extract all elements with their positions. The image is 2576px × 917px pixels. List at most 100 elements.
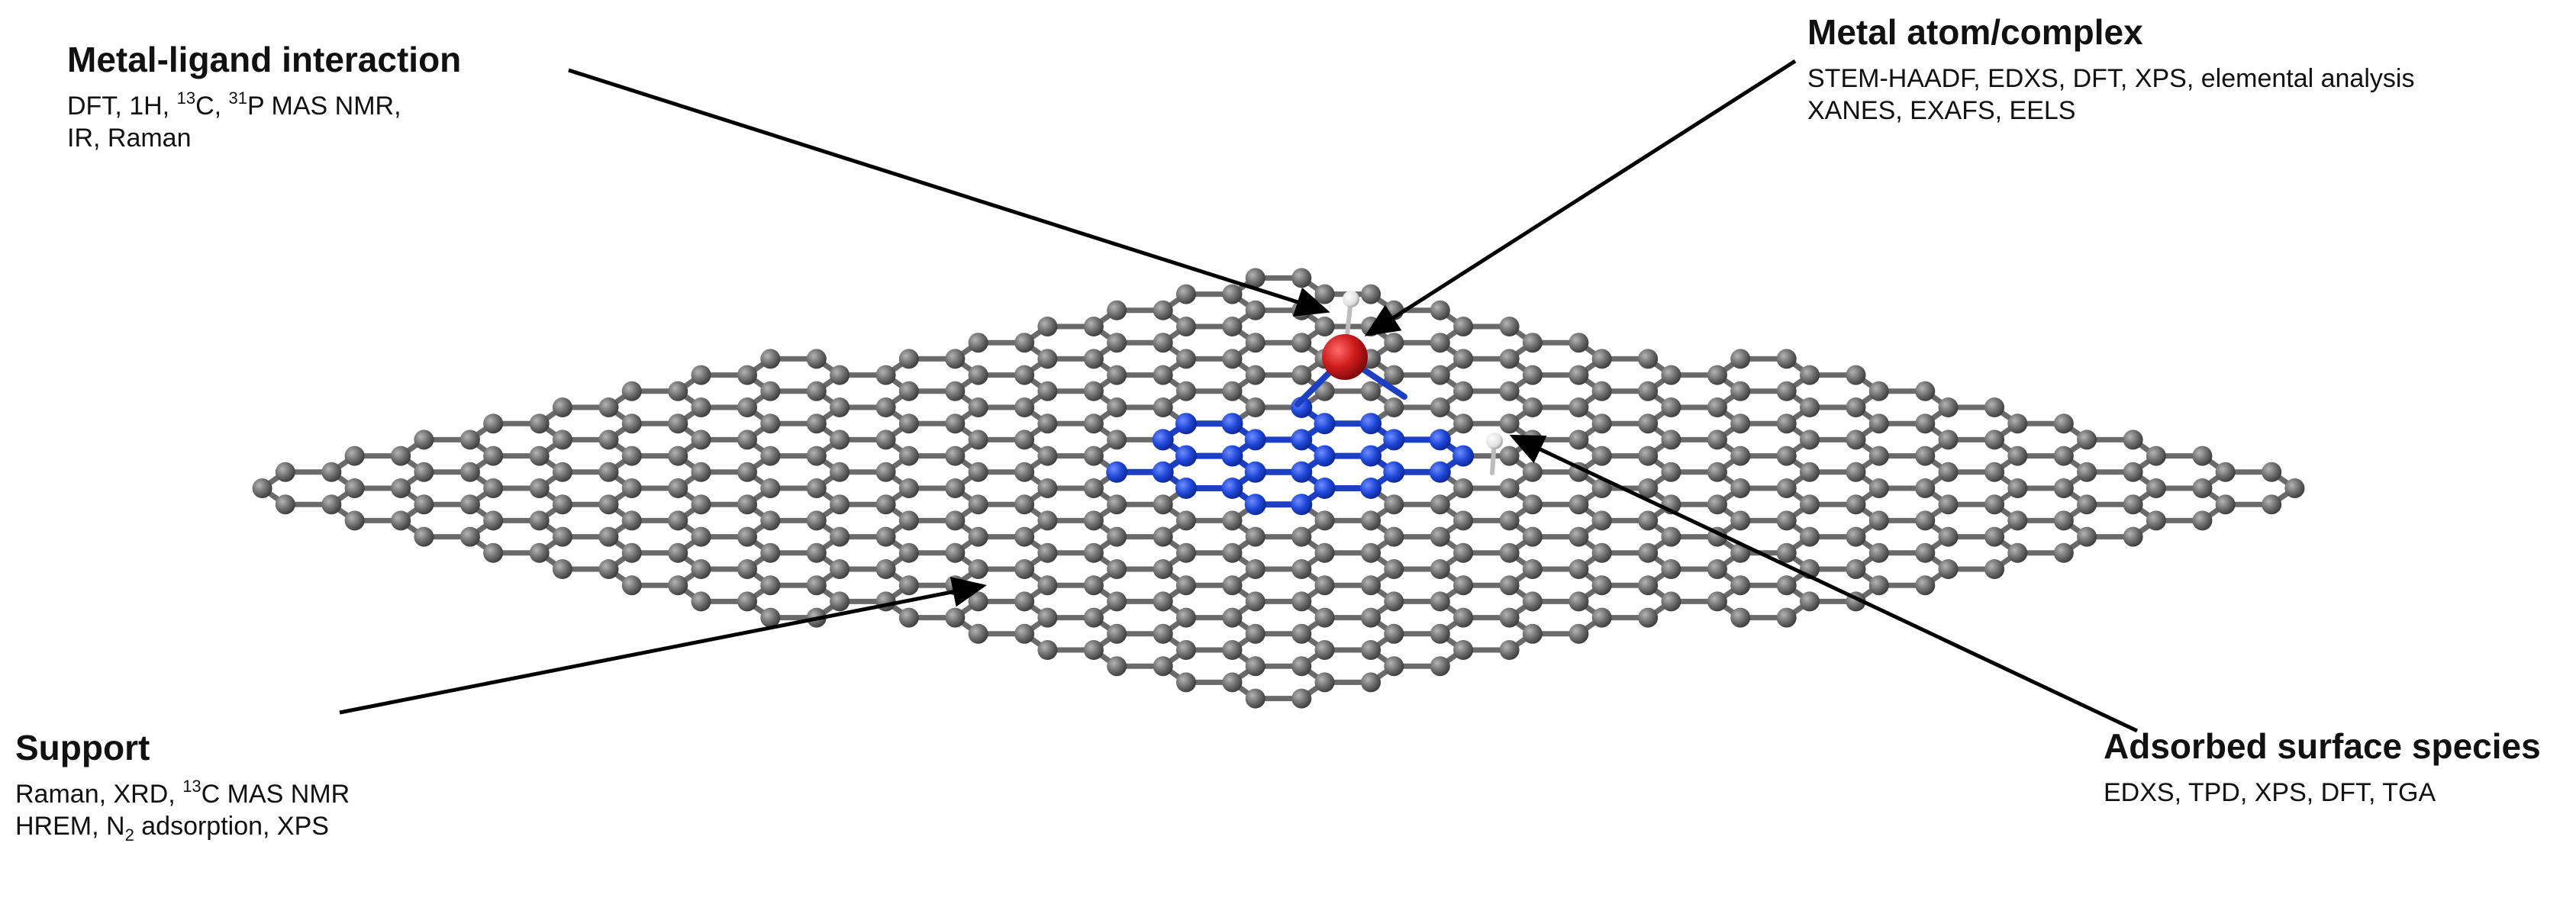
support-atom — [483, 478, 504, 498]
support-atom — [1291, 365, 1312, 385]
support-atom — [691, 365, 711, 385]
support-atom — [1846, 430, 1866, 450]
support-atom — [1638, 607, 1659, 628]
support-atom — [1245, 333, 1265, 353]
doped-atom — [1383, 429, 1405, 451]
support-atom — [1083, 510, 1104, 531]
support-atom — [875, 526, 896, 547]
support-atom — [1568, 623, 1589, 644]
support-atom — [1430, 623, 1450, 644]
support-atom — [1638, 446, 1659, 466]
support-atom — [1638, 381, 1659, 401]
support-atom — [1037, 640, 1058, 661]
support-atom — [1846, 397, 1866, 417]
support-atom — [1938, 397, 1959, 417]
metal-atom-title: Metal atom/complex — [1807, 12, 2143, 52]
support-atom — [875, 430, 896, 450]
support-atom — [1638, 413, 1659, 434]
support-atom — [1291, 268, 1312, 288]
support-atom — [945, 381, 966, 401]
support-atom — [668, 478, 688, 498]
doped-atom — [1152, 429, 1174, 451]
support-atom — [830, 462, 850, 482]
support-atom — [598, 559, 619, 580]
support-atom — [483, 446, 504, 466]
support-atom — [529, 542, 550, 563]
support-atom — [1799, 430, 1820, 450]
support-atom — [1175, 510, 1196, 531]
support-atom — [1245, 559, 1265, 580]
support-atom — [621, 381, 642, 401]
doped-atom — [1291, 429, 1313, 451]
support-atom — [1522, 494, 1543, 515]
support-atom — [1014, 462, 1035, 482]
support-atom — [1591, 413, 1612, 434]
support-atom — [1361, 607, 1381, 628]
support-atom — [945, 446, 966, 466]
support-atom — [1568, 397, 1589, 417]
support-atom — [1661, 559, 1681, 580]
support-atom — [1291, 559, 1312, 580]
support-atom — [1591, 607, 1612, 628]
support-atom — [552, 430, 572, 450]
support-atom — [1453, 640, 1474, 661]
support-atom — [1083, 640, 1104, 661]
support-atom — [1868, 510, 1889, 531]
support-atom — [1984, 397, 2005, 417]
support-atom — [321, 494, 342, 515]
support-atom — [760, 349, 781, 369]
support-atom — [1915, 510, 1936, 531]
support-atom — [737, 494, 758, 515]
doped-atom — [1360, 478, 1382, 499]
support-atom — [1568, 526, 1589, 547]
support-atom — [691, 494, 711, 515]
support-atom — [1291, 526, 1312, 547]
support-atom — [2053, 542, 2074, 563]
support-atom — [737, 559, 758, 580]
support-atom — [1522, 333, 1543, 353]
support-atom — [1245, 300, 1265, 320]
support-atom — [1222, 607, 1243, 628]
support-atom — [898, 542, 919, 563]
support-atom — [552, 494, 572, 515]
support-atom — [1453, 349, 1474, 369]
support-atom — [830, 559, 850, 580]
support-atom — [1245, 397, 1265, 417]
support-atom — [621, 413, 642, 434]
support-atom — [1499, 575, 1520, 596]
support-atom — [1591, 542, 1612, 563]
support-atom — [1245, 591, 1265, 612]
support-atom — [414, 526, 434, 547]
support-atom — [1314, 607, 1335, 628]
support-atom — [1384, 526, 1404, 547]
support-methods-line2: HREM, N2 adsorption, XPS — [15, 812, 329, 845]
support-atom — [529, 413, 550, 434]
support-atom — [1153, 397, 1173, 417]
support-atom — [1153, 559, 1173, 580]
support-atom — [1707, 494, 1727, 515]
metal-atom-label: Metal atom/complex STEM-HAADF, EDXS, DFT… — [1807, 11, 2414, 127]
doped-atoms — [1106, 396, 1475, 516]
doped-atom — [1314, 478, 1336, 499]
arrows — [339, 59, 2139, 733]
adsorbed-species-title: Adsorbed surface species — [2104, 726, 2541, 766]
support-atom — [1037, 316, 1058, 336]
metal-ligand-methods-line2: IR, Raman — [67, 124, 192, 153]
support-atom — [1568, 333, 1589, 353]
support-atom — [2123, 526, 2143, 547]
support-atom — [1522, 397, 1543, 417]
support-atom — [459, 430, 480, 450]
support-atom — [1984, 430, 2005, 450]
support-atom — [1453, 478, 1474, 498]
support-atom — [1522, 365, 1543, 385]
doped-atom — [1314, 413, 1336, 435]
adsorbed-species-methods-line1: EDXS, TPD, XPS, DFT, TGA — [2104, 777, 2436, 807]
support-atom — [691, 462, 711, 482]
support-atom — [1014, 559, 1035, 580]
support-atom — [1846, 462, 1866, 482]
support-atom — [1384, 656, 1404, 677]
support-atom — [1522, 591, 1543, 612]
support-atom — [806, 446, 827, 466]
support-atom — [760, 381, 781, 401]
support-atom — [1730, 349, 1751, 369]
